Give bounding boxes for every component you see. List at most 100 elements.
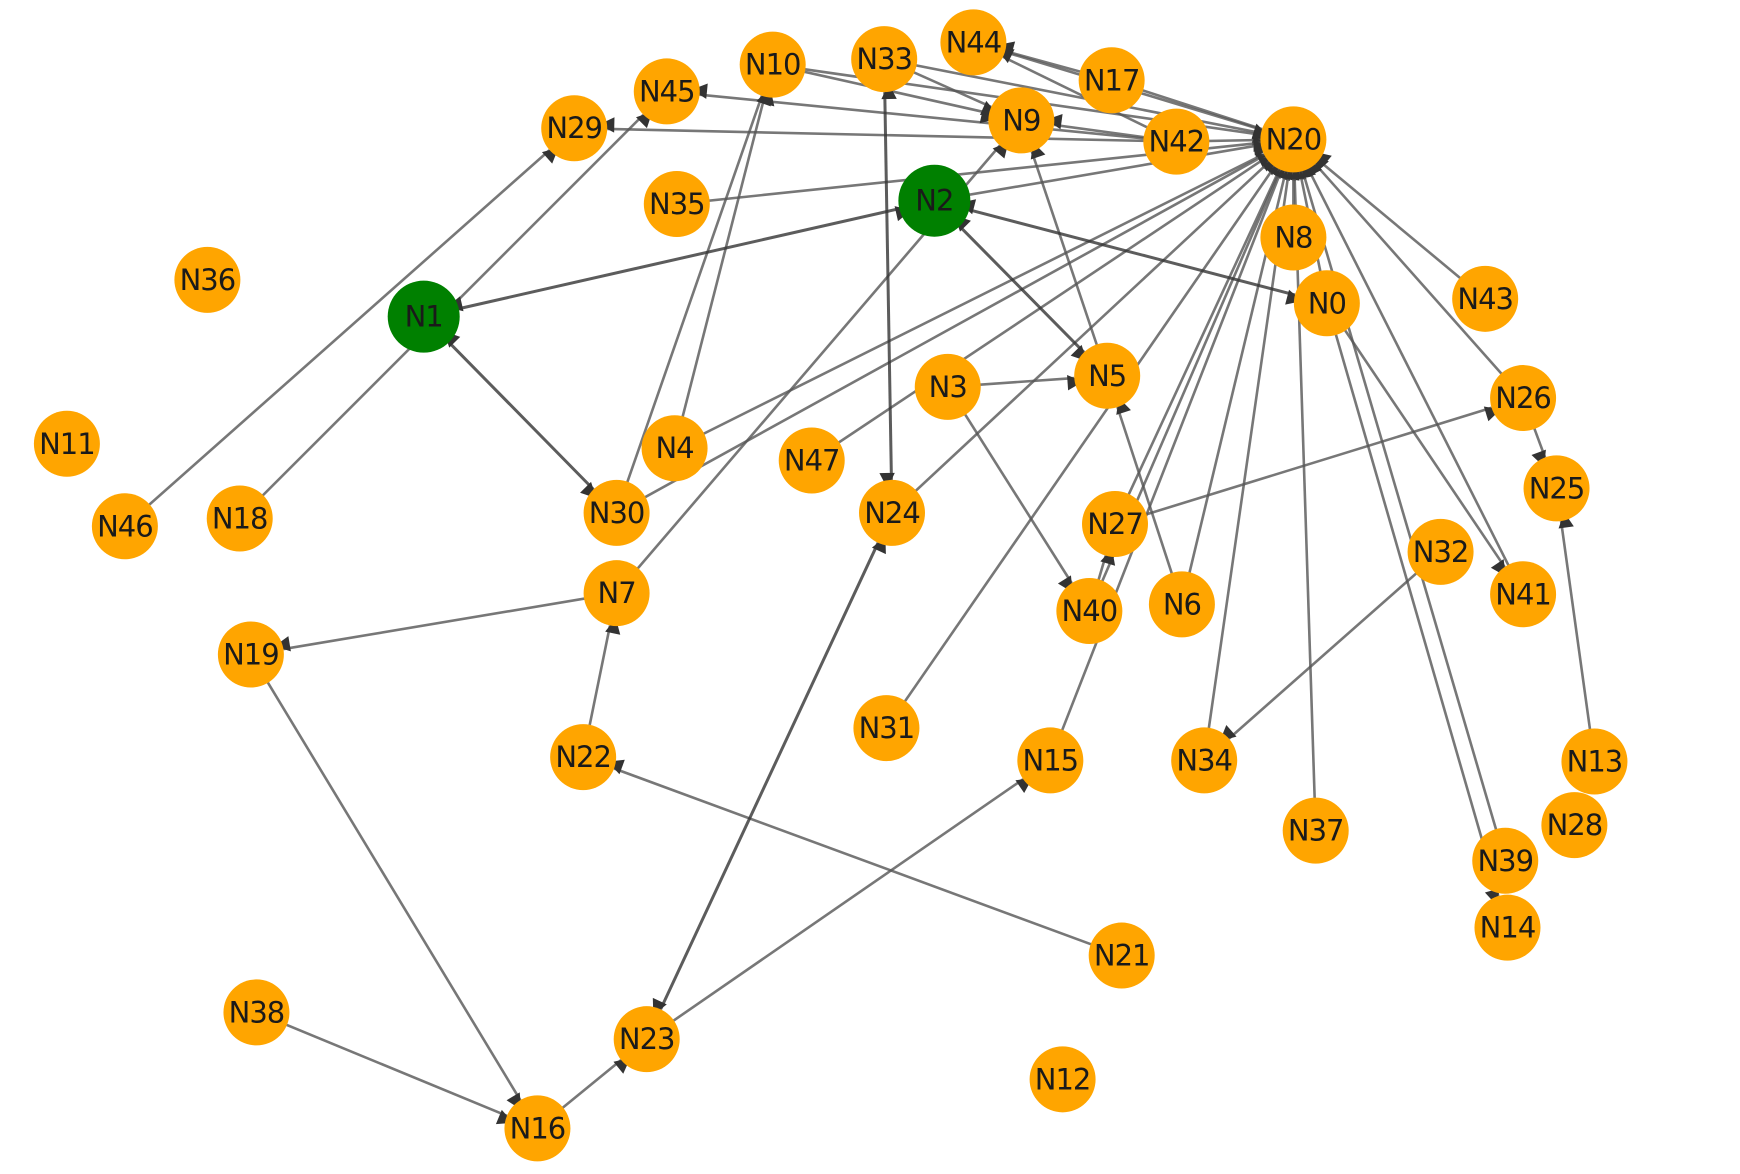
edge-n7-n19 <box>274 591 617 652</box>
node-n23 <box>613 1006 680 1073</box>
node-label: N17 <box>1084 63 1140 97</box>
edge-n37-n20 <box>1291 163 1317 831</box>
node-label: N45 <box>639 74 695 108</box>
node-n21 <box>1088 922 1155 989</box>
edge-n27-n20 <box>1113 163 1288 525</box>
node-n20 <box>1260 106 1327 173</box>
node-n6 <box>1148 571 1215 638</box>
node-n22 <box>550 724 617 791</box>
edge-n1-n30 <box>443 331 597 499</box>
node-label: N23 <box>619 1022 675 1056</box>
node-n17 <box>1078 47 1145 114</box>
node-label: N9 <box>1002 103 1040 137</box>
node-n26 <box>1490 365 1557 432</box>
edge-n21-n22 <box>607 759 1123 957</box>
node-n5 <box>1074 342 1141 409</box>
node-label: N16 <box>510 1111 566 1145</box>
edge-n27-n26 <box>1114 406 1501 526</box>
edge-n13-n25 <box>1558 512 1596 762</box>
edge-n19-n16 <box>249 653 522 1110</box>
edge-n4-n10 <box>673 89 775 449</box>
node-n27 <box>1082 491 1148 558</box>
node-n44 <box>940 9 1007 76</box>
node-n39 <box>1472 827 1539 894</box>
node-n28 <box>1541 792 1608 859</box>
node-n1 <box>387 280 460 353</box>
node-label: N38 <box>229 995 285 1029</box>
edge-n32-n34 <box>1219 550 1442 742</box>
node-label: N41 <box>1495 577 1551 611</box>
node-label: N33 <box>856 42 912 76</box>
node-n0 <box>1293 270 1360 337</box>
node-label: N6 <box>1163 587 1201 621</box>
node-n8 <box>1260 204 1327 271</box>
edge-n46-n29 <box>124 147 559 528</box>
node-label: N43 <box>1457 282 1513 316</box>
nodes-layer <box>33 9 1628 1162</box>
node-n38 <box>223 979 290 1046</box>
node-label: N39 <box>1477 844 1533 878</box>
node-n37 <box>1282 797 1349 864</box>
node-n32 <box>1407 518 1474 585</box>
node-n24 <box>859 479 925 546</box>
node-label: N20 <box>1266 122 1322 156</box>
node-n33 <box>851 26 918 93</box>
edge-n23-n24 <box>652 536 886 1016</box>
node-label: N2 <box>915 184 953 218</box>
node-label: N28 <box>1547 808 1603 842</box>
node-n3 <box>914 353 981 420</box>
edge-n1-n2 <box>446 206 912 312</box>
node-n19 <box>217 621 284 688</box>
node-n10 <box>739 31 806 98</box>
node-label: N37 <box>1288 814 1344 848</box>
node-label: N21 <box>1094 939 1150 973</box>
node-n16 <box>504 1095 571 1162</box>
edge-n6-n5 <box>1116 397 1184 605</box>
node-label: N10 <box>745 48 801 82</box>
node-n41 <box>1490 561 1557 628</box>
edge-n43-n20 <box>1315 151 1487 300</box>
node-label: N1 <box>405 300 443 334</box>
edge-n42-n45 <box>691 83 1177 143</box>
edge-n26-n20 <box>1312 154 1525 399</box>
edge-n2-n5 <box>954 215 1087 362</box>
node-n30 <box>583 479 650 546</box>
node-label: N30 <box>589 496 645 530</box>
node-label: N35 <box>649 187 705 221</box>
edge-n23-n15 <box>645 777 1033 1041</box>
node-n11 <box>33 410 100 477</box>
node-label: N36 <box>180 263 236 297</box>
node-n46 <box>91 493 158 560</box>
node-label: N7 <box>598 576 636 610</box>
node-label: N12 <box>1035 1062 1091 1096</box>
node-n36 <box>174 246 241 313</box>
node-label: N32 <box>1413 535 1469 569</box>
node-n18 <box>206 485 273 552</box>
node-n15 <box>1017 727 1084 794</box>
node-label: N25 <box>1529 471 1585 505</box>
edge-n38-n16 <box>255 1011 514 1125</box>
node-label: N34 <box>1176 743 1232 777</box>
node-label: N42 <box>1149 125 1205 159</box>
node-label: N13 <box>1567 745 1623 779</box>
node-n34 <box>1171 727 1238 794</box>
node-label: N31 <box>859 711 915 745</box>
node-label: N14 <box>1480 911 1536 945</box>
node-label: N15 <box>1023 743 1079 777</box>
node-label: N40 <box>1062 594 1118 628</box>
labels-layer: N0N1N2N3N4N5N6N7N8N9N10N11N12N13N14N15N1… <box>39 25 1623 1145</box>
node-n4 <box>641 415 708 482</box>
edge-n47-n20 <box>810 156 1276 462</box>
edge-n33-n24 <box>879 83 897 489</box>
node-n47 <box>778 427 845 494</box>
node-n2 <box>898 164 971 237</box>
node-label: N3 <box>929 370 967 404</box>
node-n43 <box>1452 265 1519 332</box>
node-n31 <box>853 695 920 762</box>
node-label: N18 <box>212 501 268 535</box>
node-label: N0 <box>1308 286 1346 320</box>
node-label: N8 <box>1274 220 1312 254</box>
node-n40 <box>1056 578 1123 645</box>
node-label: N5 <box>1088 359 1126 393</box>
edges-layer <box>124 41 1596 1130</box>
